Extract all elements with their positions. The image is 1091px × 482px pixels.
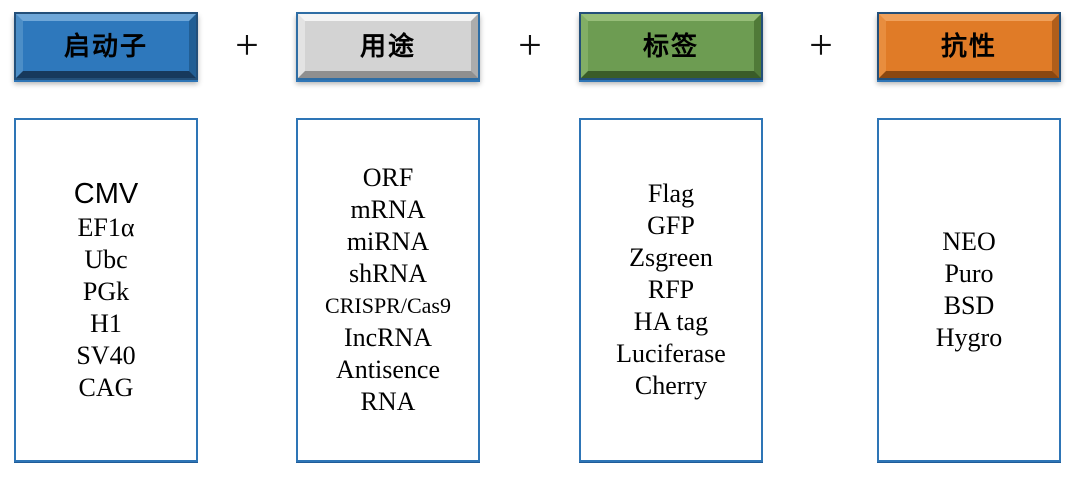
tag-options-box: Flag GFP Zsgreen RFP HA tag Luciferase C… [579,118,763,462]
promoter-button[interactable]: 启动子 [14,12,198,80]
purpose-option-crispr-cas9: CRISPR/Cas9 [325,293,451,318]
tag-option-cherry: Cherry [634,371,708,400]
plus-separator-2: + [518,23,542,69]
promoter-button-bevel: 启动子 [16,14,196,78]
promoter-option-cmv: CMV [73,178,139,210]
purpose-button[interactable]: 用途 [296,12,480,80]
resistance-options-box: NEO Puro BSD Hygro [877,118,1061,462]
promoter-option-h1: H1 [90,309,122,338]
promoter-option-cag: CAG [78,373,134,402]
plus-separator-3: + [809,23,833,69]
purpose-option-orf: ORF [362,163,414,192]
tag-option-ha-tag: HA tag [633,307,709,336]
promoter-option-ef1a: EF1α [77,213,135,242]
purpose-option-incrna: IncRNA [343,323,433,352]
promoter-option-sv40: SV40 [76,341,136,370]
tag-option-flag: Flag [647,179,695,208]
tag-option-gfp: GFP [647,211,695,240]
purpose-button-label: 用途 [359,31,416,61]
resistance-option-hygro: Hygro [935,323,1003,352]
tag-option-luciferase: Luciferase [616,339,726,368]
resistance-button-bevel: 抗性 [879,14,1059,78]
tag-button-label: 标签 [642,31,699,61]
plus-separator-1: + [235,23,259,69]
promoter-option-ubc: Ubc [84,245,128,274]
tag-button-bevel: 标签 [581,14,761,78]
resistance-button-label: 抗性 [940,31,997,61]
resistance-option-neo: NEO [942,227,996,256]
resistance-button[interactable]: 抗性 [877,12,1061,80]
purpose-option-shrna: shRNA [348,259,427,288]
purpose-options-box: ORF mRNA miRNA shRNA CRISPR/Cas9 IncRNA … [296,118,480,462]
purpose-option-mrna: mRNA [350,195,426,224]
tag-option-zsgreen: Zsgreen [629,243,713,272]
resistance-option-puro: Puro [944,259,994,288]
purpose-button-bevel: 用途 [298,14,478,78]
promoter-option-pgk: PGk [82,277,130,306]
purpose-option-mirna: miRNA [346,227,430,256]
promoter-button-label: 启动子 [63,31,148,61]
tag-option-rfp: RFP [647,275,695,304]
promoter-options-box: CMV EF1α Ubc PGk H1 SV40 CAG [14,118,198,462]
tag-button[interactable]: 标签 [579,12,763,80]
resistance-option-bsd: BSD [943,291,995,320]
purpose-option-rna: RNA [360,387,416,416]
purpose-option-antisence: Antisence [336,355,440,384]
